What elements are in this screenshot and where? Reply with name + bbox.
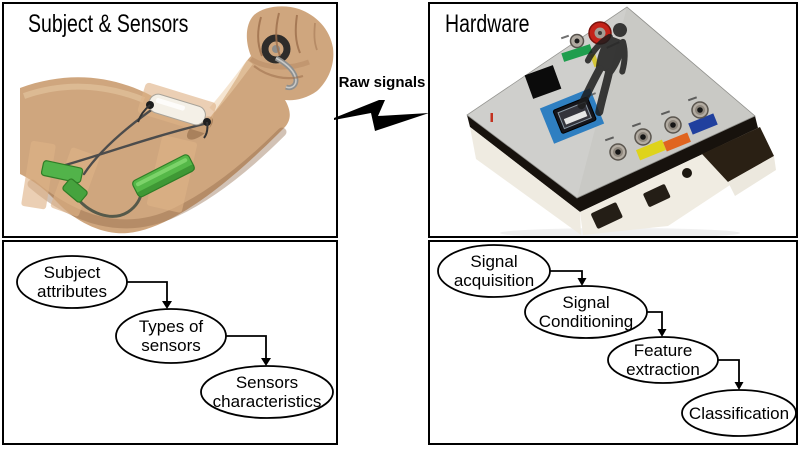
- emg-sensor-green-forearm: [132, 154, 195, 198]
- device-box-body: [466, 6, 776, 235]
- svg-text:Subject: Subject: [44, 263, 101, 282]
- device-shadow: [500, 228, 740, 236]
- panel-subject-flowchart: Subject attributes Types of sensors Sens…: [2, 240, 338, 445]
- emg-sensor-green-upper: [40, 160, 88, 203]
- panel-hardware: Hardware: [428, 2, 798, 238]
- audio-jacks: [609, 101, 709, 161]
- flow-node-signal-acquisition: Signal acquisition: [437, 244, 551, 298]
- svg-text:sensors: sensors: [141, 336, 201, 355]
- green-label-strip: [561, 44, 593, 62]
- flow-node-subject-attributes: Subject attributes: [16, 255, 128, 309]
- human-body-silhouette: [577, 23, 628, 117]
- svg-text:extraction: extraction: [626, 360, 700, 379]
- panel-title-subject-sensors: Subject & Sensors: [28, 10, 189, 38]
- flow-arrow: [127, 281, 168, 301]
- flow-node-signal-conditioning: Signal Conditioning: [524, 285, 648, 339]
- sensor-cables: [60, 106, 206, 218]
- svg-text:Sensors: Sensors: [236, 373, 298, 392]
- svg-text:acquisition: acquisition: [454, 271, 534, 290]
- black-display-square: [524, 65, 562, 99]
- fist-and-grip-handle: [253, 12, 318, 91]
- red-mark: [490, 113, 493, 122]
- svg-text:Classification: Classification: [689, 404, 789, 423]
- white-sensor: [137, 93, 211, 139]
- flow-arrow: [226, 335, 267, 358]
- raw-signals-label: Raw signals: [338, 74, 426, 91]
- svg-text:Signal: Signal: [562, 293, 609, 312]
- signal-jack-row: [604, 96, 718, 161]
- flow-arrowhead: [657, 329, 667, 337]
- svg-text:Conditioning: Conditioning: [539, 312, 634, 331]
- flow-arrow: [647, 311, 663, 329]
- flow-arrowhead: [261, 358, 271, 366]
- flow-arrow: [718, 359, 740, 382]
- panel-title-hardware: Hardware: [445, 10, 530, 38]
- flow-node-feature-extraction: Feature extraction: [607, 336, 719, 384]
- svg-text:attributes: attributes: [37, 282, 107, 301]
- flow-arrow: [550, 270, 583, 278]
- panel-subject-sensors: Subject & Sensors: [2, 2, 338, 238]
- flow-node-types-of-sensors: Types of sensors: [115, 308, 227, 364]
- arm-with-sensors-photo: [20, 6, 334, 234]
- flow-node-sensors-characteristics: Sensors characteristics: [200, 365, 334, 419]
- flow-arrowhead: [162, 301, 172, 309]
- svg-text:Types of: Types of: [139, 317, 204, 336]
- acquisition-device-photo: [466, 6, 776, 236]
- flow-arrowhead: [577, 278, 587, 286]
- svg-text:Feature: Feature: [634, 341, 693, 360]
- svg-text:Signal: Signal: [470, 252, 517, 271]
- svg-text:characteristics: characteristics: [213, 392, 322, 411]
- panel-hardware-flowchart: Signal acquisition Signal Conditioning F…: [428, 240, 798, 445]
- flow-node-classification: Classification: [681, 389, 796, 437]
- flow-arrowhead: [734, 382, 744, 390]
- lightning-bolt-icon: [334, 100, 429, 131]
